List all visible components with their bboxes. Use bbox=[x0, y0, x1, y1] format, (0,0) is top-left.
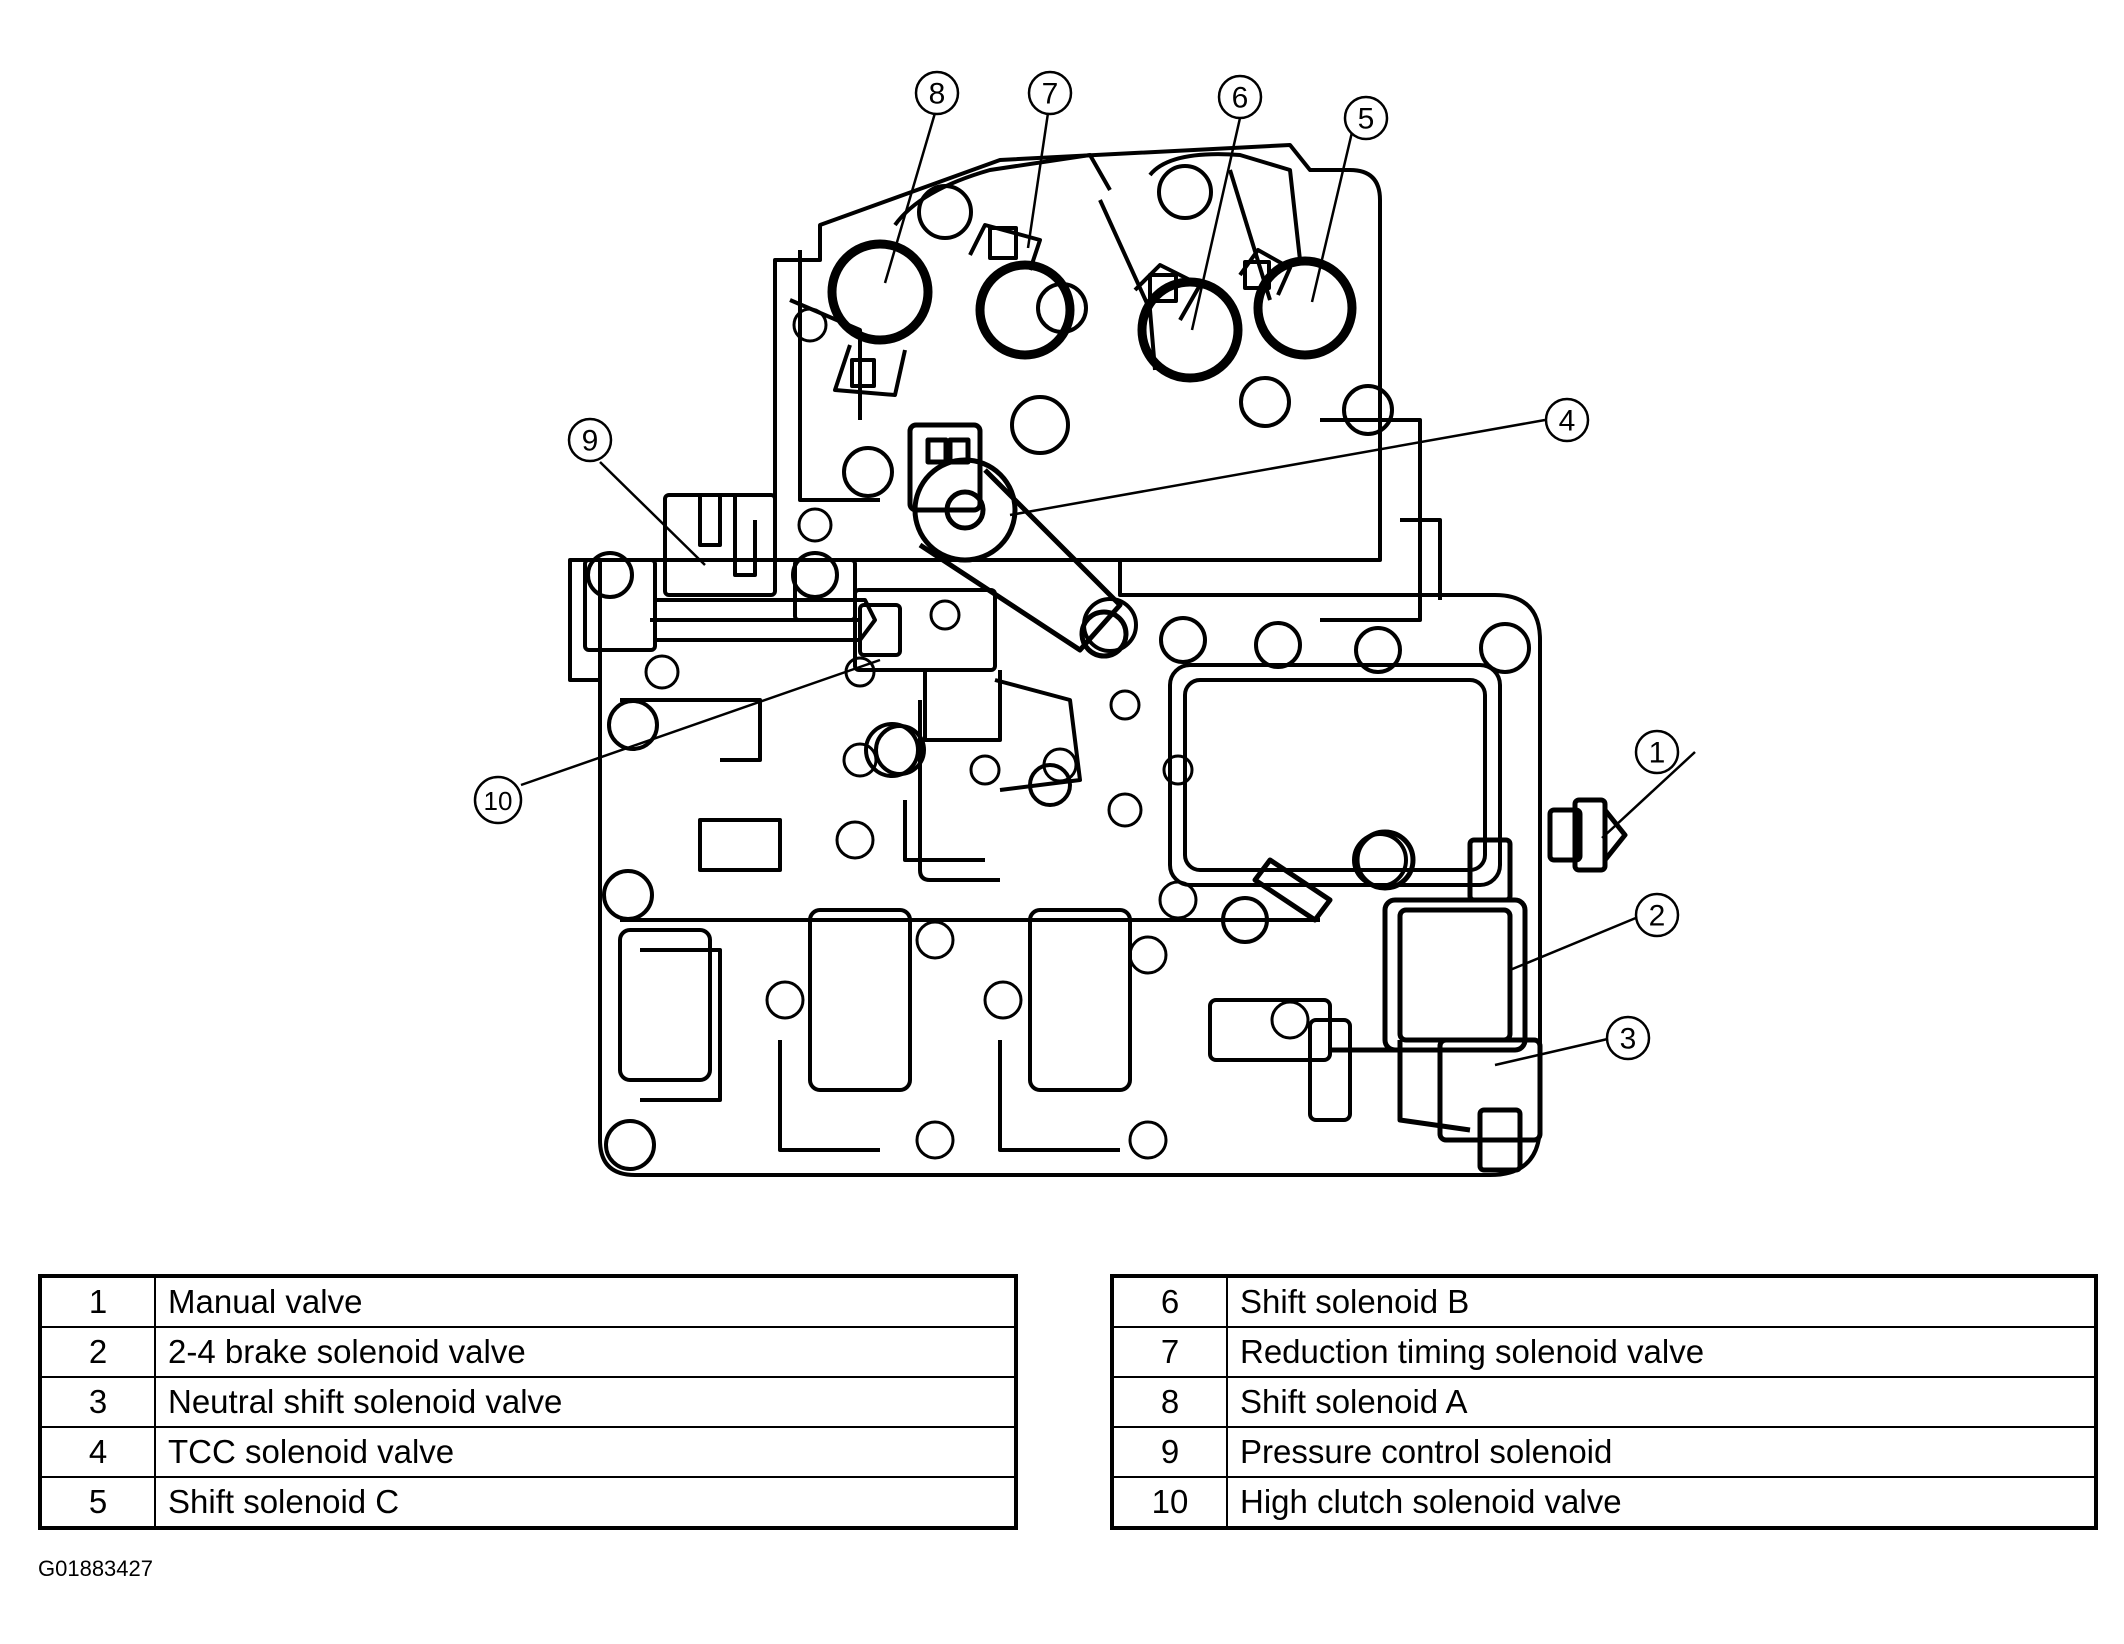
legend-label: High clutch solenoid valve bbox=[1226, 1476, 2097, 1529]
legend-label: Reduction timing solenoid valve bbox=[1226, 1326, 2097, 1378]
callout-marker-6 bbox=[1217, 74, 1263, 120]
callout-5: 5 bbox=[1358, 103, 1375, 136]
callout-marker-5 bbox=[1343, 95, 1389, 141]
valve-body-diagram: 1 2 3 4 5 6 7 8 9 10 bbox=[473, 70, 1696, 1177]
legend-label: Pressure control solenoid bbox=[1226, 1426, 2097, 1478]
callout-markers bbox=[473, 70, 1680, 1061]
callout-4: 4 bbox=[1559, 405, 1576, 438]
callout-marker-10 bbox=[473, 775, 523, 825]
legend-label: Shift solenoid B bbox=[1226, 1275, 2097, 1328]
legend-row: 7 Reduction timing solenoid valve bbox=[1111, 1326, 2097, 1378]
callout-marker-8 bbox=[914, 70, 960, 116]
callout-marker-9 bbox=[567, 417, 613, 463]
leader-lines bbox=[520, 112, 1696, 1067]
callout-10: 10 bbox=[484, 786, 513, 816]
legend-row: 4 TCC solenoid valve bbox=[39, 1426, 1017, 1478]
callout-marker-3 bbox=[1605, 1015, 1651, 1061]
callout-marker-2 bbox=[1634, 892, 1680, 938]
callout-9: 9 bbox=[582, 425, 599, 458]
legend-number: 5 bbox=[39, 1476, 156, 1529]
legend-number: 8 bbox=[1111, 1376, 1228, 1428]
legend-number: 3 bbox=[39, 1376, 156, 1428]
legend-label: Manual valve bbox=[154, 1275, 1017, 1328]
callout-7: 7 bbox=[1042, 78, 1059, 111]
legend-number: 6 bbox=[1111, 1275, 1228, 1328]
legend-number: 4 bbox=[39, 1426, 156, 1478]
callout-marker-7 bbox=[1027, 70, 1073, 116]
legend-number: 7 bbox=[1111, 1326, 1228, 1378]
legend-label: Shift solenoid C bbox=[154, 1476, 1017, 1529]
legend-label: 2-4 brake solenoid valve bbox=[154, 1326, 1017, 1378]
legend-row: 3 Neutral shift solenoid valve bbox=[39, 1376, 1017, 1428]
legend-number: 2 bbox=[39, 1326, 156, 1378]
legend-number: 10 bbox=[1111, 1476, 1228, 1529]
callout-6: 6 bbox=[1232, 82, 1249, 115]
legend-row: 5 Shift solenoid C bbox=[39, 1476, 1017, 1529]
valve-body-outline bbox=[568, 143, 1628, 1177]
callout-1: 1 bbox=[1649, 737, 1666, 770]
legend-row: 1 Manual valve bbox=[39, 1275, 1017, 1328]
callout-3: 3 bbox=[1620, 1023, 1637, 1056]
legend-row: 10 High clutch solenoid valve bbox=[1111, 1476, 2097, 1529]
legend-table-right: 6 Shift solenoid B 7 Reduction timing so… bbox=[1110, 1274, 2098, 1530]
legend-number: 1 bbox=[39, 1275, 156, 1328]
figure-id: G01883427 bbox=[38, 1556, 153, 1581]
legend-row: 8 Shift solenoid A bbox=[1111, 1376, 2097, 1428]
callout-marker-4 bbox=[1544, 397, 1590, 443]
legend-row: 9 Pressure control solenoid bbox=[1111, 1426, 2097, 1478]
legend-label: Shift solenoid A bbox=[1226, 1376, 2097, 1428]
callout-2: 2 bbox=[1649, 900, 1666, 933]
legend-label: Neutral shift solenoid valve bbox=[154, 1376, 1017, 1428]
legend-row: 2 2-4 brake solenoid valve bbox=[39, 1326, 1017, 1378]
legend-row: 6 Shift solenoid B bbox=[1111, 1275, 2097, 1328]
legend-label: TCC solenoid valve bbox=[154, 1426, 1017, 1478]
legend-number: 9 bbox=[1111, 1426, 1228, 1478]
callout-marker-1 bbox=[1634, 729, 1680, 775]
callout-8: 8 bbox=[929, 78, 946, 111]
legend-table-left: 1 Manual valve 2 2-4 brake solenoid valv… bbox=[38, 1274, 1018, 1530]
